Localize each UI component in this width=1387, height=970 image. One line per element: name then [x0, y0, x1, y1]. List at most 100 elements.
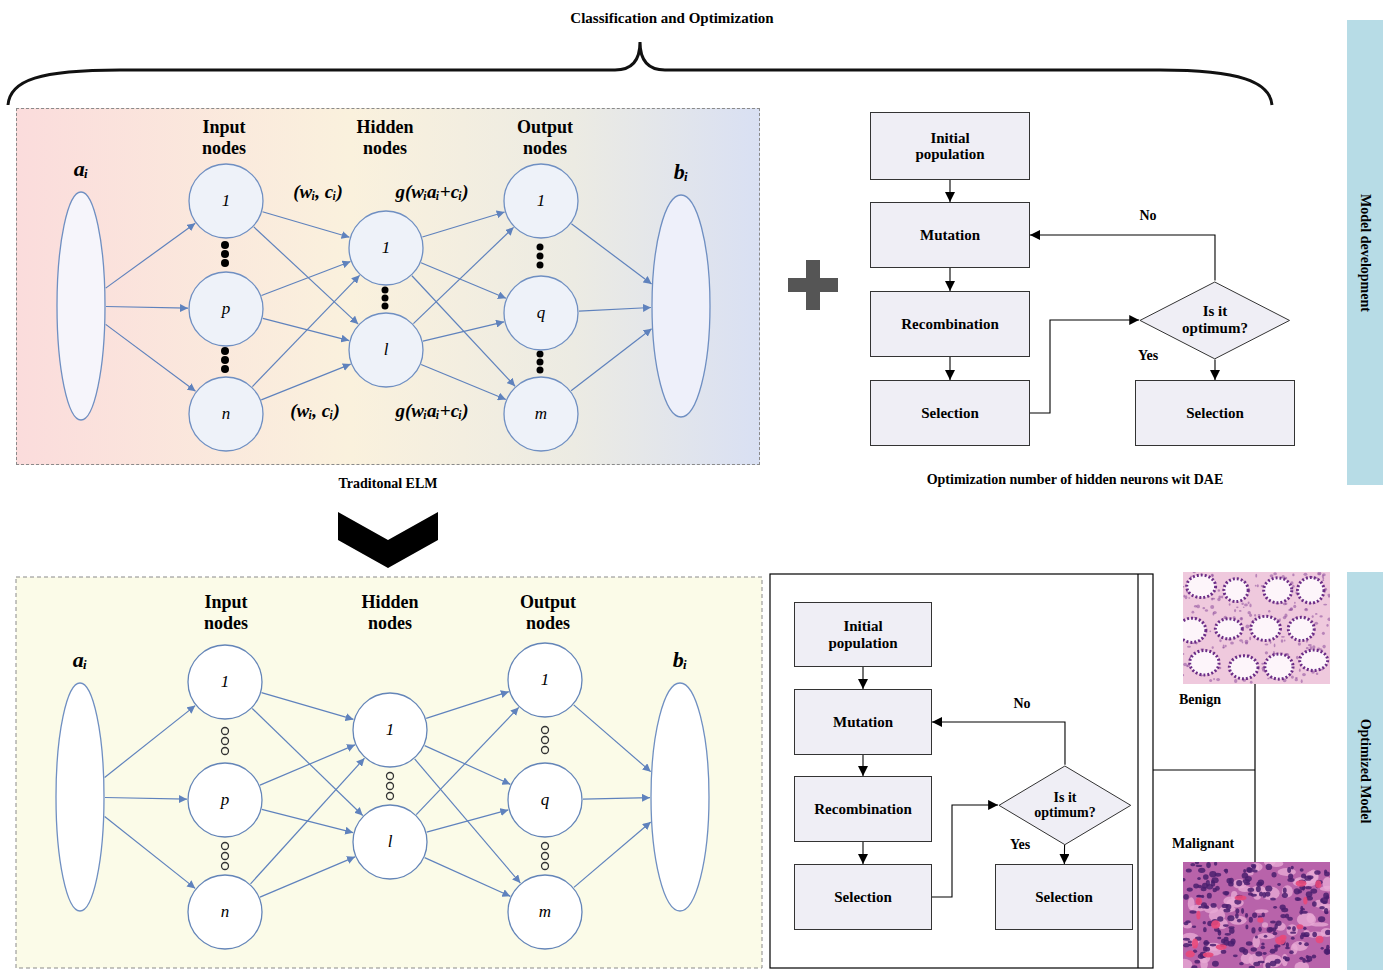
network-arrow [574, 705, 651, 772]
tissue-cell [1262, 922, 1268, 927]
network-arrow [261, 693, 353, 720]
tissue-cell [1258, 880, 1265, 886]
tissue-cell [1244, 882, 1250, 885]
tissue-cell [1247, 868, 1254, 873]
ellipse-shape [652, 195, 710, 417]
tissue-cell [1322, 574, 1324, 578]
tissue-cell [1302, 934, 1309, 937]
tissue-cell [1212, 598, 1216, 600]
tissue-cell [1198, 885, 1203, 889]
tissue-cell [1322, 632, 1325, 635]
network-arrow [571, 329, 652, 391]
ellipse-shape [349, 211, 423, 285]
dot [221, 356, 229, 364]
tissue-cell [1248, 602, 1250, 605]
tissue-cell [1291, 866, 1294, 870]
tissue-cell [1302, 673, 1306, 676]
network-arrow [262, 262, 351, 296]
tissue-cell [1203, 927, 1207, 932]
tissue-cell [1314, 870, 1320, 875]
node-label: Is it optimum? [1177, 303, 1253, 336]
tissue-cell [1194, 960, 1200, 964]
flow-arrow [862, 842, 863, 864]
neuron-node: p [187, 762, 263, 838]
tissue-cell [1255, 951, 1262, 956]
tissue-cell [1324, 949, 1330, 955]
process-box: Selection [870, 380, 1030, 446]
tissue-cell [1296, 656, 1299, 660]
class-label: Benign [1179, 692, 1221, 708]
tissue-cell [1323, 877, 1330, 890]
tissue-cell [1261, 886, 1280, 900]
tissue-cell [1225, 645, 1227, 648]
tissue-cell [1221, 950, 1227, 954]
tissue-cell [1241, 602, 1243, 605]
tissue-cell [1187, 575, 1216, 598]
tissue-cell [1287, 867, 1291, 873]
tissue-cell [1234, 679, 1237, 683]
tissue-cell [1282, 885, 1293, 897]
tissue-cell [1211, 920, 1220, 929]
tissue-cell [1253, 870, 1258, 873]
network-arrow [252, 275, 359, 386]
tissue-cell [1211, 880, 1214, 883]
tissue-cell [1276, 920, 1282, 925]
class-label: Malignant [1172, 836, 1234, 852]
node-outline [650, 682, 710, 912]
tissue-cell [1243, 606, 1245, 608]
tissue-cell [1240, 617, 1244, 621]
column-header: Input nodes [187, 592, 265, 634]
tissue-cell [1244, 604, 1248, 607]
node-label: q [537, 304, 546, 323]
tissue-cell [1242, 641, 1244, 643]
tissue-cell [1217, 937, 1221, 940]
network-arrow [422, 212, 504, 237]
tissue-cell [1305, 886, 1312, 889]
dot [537, 253, 544, 260]
weight-label: (wᵢ, cᵢ) [290, 400, 340, 422]
tissue-cell [1316, 673, 1318, 675]
tissue-cell [1304, 942, 1309, 946]
tissue-cell [1323, 604, 1327, 606]
ellipse-shape [508, 643, 582, 717]
network-arrow [261, 364, 350, 400]
network-arrow [252, 708, 362, 815]
tissue-cell [1186, 868, 1192, 872]
tissue-cell [1270, 961, 1277, 967]
tissue-cell [1221, 938, 1225, 943]
dot [222, 863, 229, 870]
network-arrow [413, 227, 513, 323]
node-label: n [221, 903, 230, 922]
vector-ellipse: bᵢ [650, 682, 710, 912]
tissue-cell [1307, 875, 1313, 879]
tissue-cell [1293, 605, 1296, 608]
neuron-node: p [188, 271, 264, 347]
tissue-cell [1284, 639, 1286, 641]
tissue-cell [1239, 639, 1243, 641]
chevron-arrow [338, 512, 438, 568]
tissue-cell [1307, 913, 1315, 923]
tissue-cell [1274, 643, 1276, 647]
node-label: Mutation [833, 714, 893, 731]
tissue-cell [1298, 577, 1324, 603]
network-arrow [423, 322, 504, 341]
dot [382, 303, 389, 310]
network-arrow [105, 706, 196, 778]
tissue-cell [1258, 927, 1262, 932]
tissue-cell [1223, 644, 1225, 648]
ellipse-shape [56, 683, 104, 911]
tissue-cell [1294, 602, 1296, 604]
tissue-cell [1303, 897, 1307, 905]
tissue-cell [1312, 954, 1316, 958]
node-label: 1 [382, 239, 391, 258]
tissue-cell [1285, 947, 1290, 950]
tissue-cell [1212, 646, 1214, 649]
dot [222, 738, 229, 745]
node-label: aᵢ [74, 157, 89, 181]
tissue-cell [1239, 610, 1242, 612]
tissue-cell [1216, 944, 1227, 950]
tissue-cell [1202, 883, 1208, 889]
tissue-cell [1190, 863, 1195, 866]
tissue-cell [1252, 936, 1260, 948]
